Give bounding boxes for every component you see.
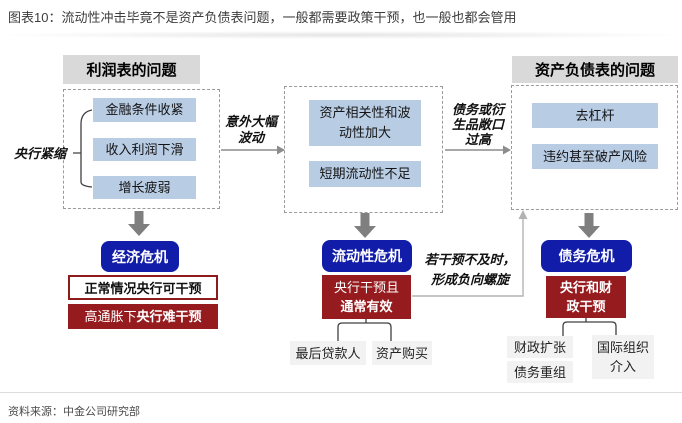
deleveraging-box: 去杠杆 — [532, 103, 658, 128]
footer-divider — [0, 392, 682, 393]
negative-spiral-line1: 若干预不及时， — [424, 252, 516, 267]
asset-correlation-line2: 动性加大 — [338, 125, 391, 140]
balance-sheet-column-header: 资产负债表的问题 — [512, 56, 678, 83]
fiscal-expansion-box: 财政扩张 — [507, 336, 573, 358]
sudden-volatility-arrow-label: 意外大幅 波动 — [216, 114, 286, 146]
debt-exposure-line2: 生品敞口 — [451, 117, 504, 132]
international-organization-box: 国际组织 介入 — [592, 335, 654, 379]
lender-of-last-resort-box: 最后贷款人 — [290, 341, 366, 365]
inflation-intervention-note: 高通胀下央行难干预 — [68, 304, 218, 329]
figure-title: 图表10：流动性冲击毕竟不是资产负债表问题，一般都需要政策干预，也一般也都会管用 — [8, 10, 517, 25]
profit-item-financial-conditions: 金融条件收紧 — [93, 98, 196, 122]
debt-tools-connector — [562, 318, 617, 336]
negative-spiral-label: 若干预不及时， 形成负向螺旋 — [410, 250, 530, 290]
liquidity-intervention-line1: 央行干预且 — [333, 280, 399, 295]
economic-crisis-box: 经济危机 — [101, 241, 179, 272]
sudden-volatility-line2: 波动 — [237, 130, 264, 145]
down-block-arrow-mid — [354, 213, 376, 238]
normal-intervention-note: 正常情况央行可干预 — [68, 275, 218, 300]
sudden-volatility-line1: 意外大幅 — [224, 114, 277, 129]
asset-correlation-box: 资产相关性和波 动性加大 — [309, 100, 421, 146]
inflation-note-prefix: 高通胀下 — [84, 309, 137, 324]
down-block-arrow-right — [578, 213, 600, 238]
balance-sheet-dashed-box — [511, 85, 678, 210]
debt-intervention-line1: 央行和财 — [559, 280, 612, 295]
debt-restructuring-box: 债务重组 — [507, 361, 573, 383]
liquidity-crisis-box: 流动性危机 — [322, 240, 412, 272]
liquidity-dashed-box — [284, 86, 443, 213]
negative-spiral-line2: 形成负向螺旋 — [430, 272, 509, 287]
profit-column-header: 利润表的问题 — [63, 55, 200, 84]
debt-exposure-arrow-label: 债务或衍 生品敞口 过高 — [443, 102, 513, 147]
profit-dashed-box — [63, 89, 220, 209]
default-bankruptcy-box: 违约甚至破产风险 — [532, 144, 658, 169]
international-organization-line2: 介入 — [609, 359, 636, 374]
debt-exposure-line1: 债务或衍 — [451, 102, 504, 117]
international-organization-line1: 国际组织 — [596, 340, 649, 355]
profit-item-weak-growth: 增长疲弱 — [93, 176, 196, 199]
short-term-liquidity-box: 短期流动性不足 — [309, 161, 421, 187]
inflation-note-bold: 央行难干预 — [136, 309, 202, 324]
shock-arrow-left-to-mid — [221, 145, 285, 155]
profit-item-income-decline: 收入利润下滑 — [93, 138, 196, 161]
liquidity-intervention-box: 央行干预且 通常有效 — [322, 275, 411, 319]
title-divider — [0, 31, 682, 39]
debt-crisis-box: 债务危机 — [541, 240, 632, 272]
asset-correlation-line1: 资产相关性和波 — [319, 105, 411, 120]
debt-intervention-box: 央行和财 政干预 — [546, 276, 626, 318]
debt-intervention-line2: 政干预 — [566, 299, 606, 314]
liquidity-tools-connector — [337, 319, 392, 341]
down-block-arrow-left — [128, 211, 150, 236]
liquidity-intervention-line2: 通常有效 — [340, 299, 393, 314]
debt-exposure-line3: 过高 — [464, 132, 491, 147]
source-note: 资料来源：中金公司研究部 — [8, 406, 140, 418]
asset-purchase-box: 资产购买 — [372, 341, 432, 365]
central-bank-tightening-label: 央行紧缩 — [13, 146, 66, 161]
